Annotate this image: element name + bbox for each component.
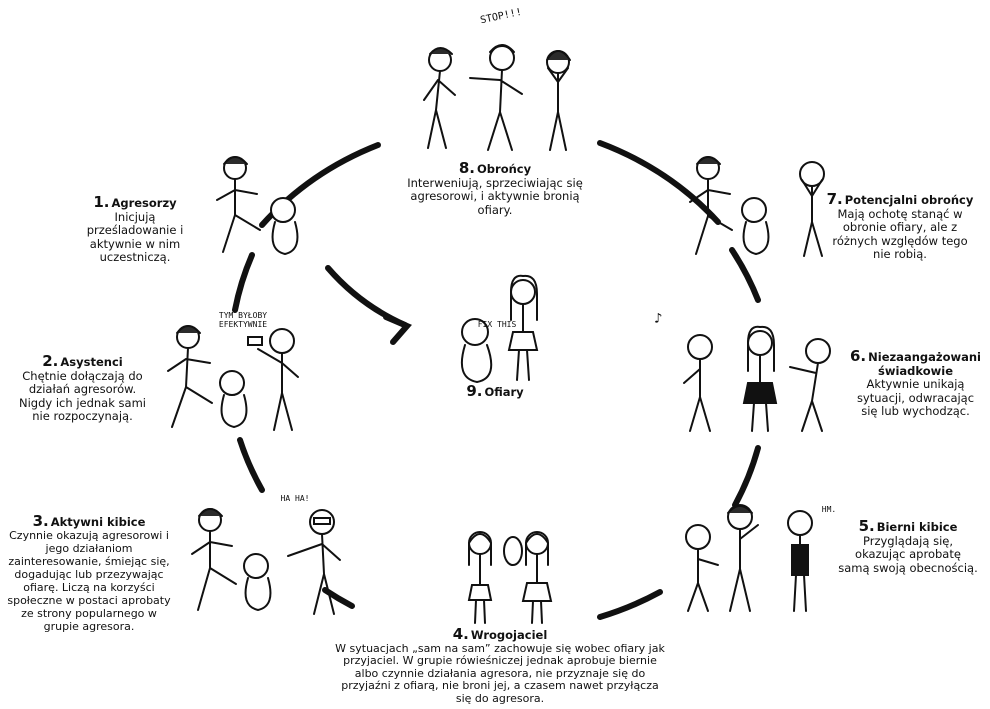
arc-right-upper <box>729 247 761 303</box>
arc-left-upper <box>232 252 255 313</box>
role-number: 9. <box>466 382 483 400</box>
art-assistants: TYM BYŁOBY EFEKTYWNIE <box>150 311 315 435</box>
role-description: Chętnie dołączają do działań agresorów. … <box>19 368 146 423</box>
music-note-icon: ♪ <box>654 311 663 327</box>
role-defenders: 8.Obrońcy Interweniują, sprzeciwiając si… <box>405 159 585 217</box>
role-number: 8. <box>458 159 476 177</box>
role-number: 6. <box>849 347 867 365</box>
art-potential-defenders <box>680 150 840 260</box>
arc-left-lower <box>237 437 265 493</box>
role-number: 5. <box>858 517 875 535</box>
arrow-to-victims <box>325 265 412 345</box>
tym-speech: TYM BYŁOBY EFEKTYWNIE <box>218 311 268 329</box>
role-title: Bierni kibice <box>876 520 958 534</box>
role-title: Aktywni kibice <box>50 515 146 529</box>
role-number: 1. <box>93 193 110 211</box>
role-assistants: 2.Asystenci Chętnie dołączają do działań… <box>15 352 150 424</box>
art-victims: FIX THIS <box>445 270 555 385</box>
role-passive-fans: 5.Bierni kibice Przyglądają się, okazują… <box>838 517 978 575</box>
art-uninvolved: ♪ <box>654 312 850 435</box>
role-potential-defenders: 7.Potencjalni obrońcy Mają ochotę stanąć… <box>825 190 975 262</box>
role-number: 4. <box>452 625 469 643</box>
role-description: Czynnie okazują agresorowi i jego działa… <box>7 529 171 633</box>
role-description: Przyglądają się, okazując aprobatę samą … <box>838 533 978 575</box>
role-title: Obrońcy <box>477 162 532 176</box>
role-title: Agresorzy <box>111 196 177 210</box>
role-title: Wrogojaciel <box>470 628 548 642</box>
art-aggressors <box>205 150 315 260</box>
role-number: 3. <box>32 512 49 530</box>
art-passive-fans: HM. <box>670 495 836 615</box>
arc-bottom-right <box>597 589 663 620</box>
role-number: 7. <box>826 190 843 208</box>
role-description: Mają ochotę stanąć w obronie ofiary, ale… <box>832 206 968 261</box>
role-description: Inicjują prześladowanie i aktywnie w nim… <box>86 209 184 264</box>
haha-speech: HA HA! <box>280 494 310 503</box>
role-title: Asystenci <box>60 355 123 369</box>
role-description: Interweniują, sprzeciwiając się agresoro… <box>407 175 583 217</box>
role-active-fans: 3.Aktywni kibice Czynnie okazują agresor… <box>4 512 174 634</box>
art-friend-enemy <box>455 525 560 625</box>
role-title: Potencjalni obrońcy <box>844 193 974 207</box>
fix-speech: FIX THIS <box>477 320 517 329</box>
role-title: Ofiary <box>484 385 524 399</box>
art-active-fans: HA HA! <box>180 494 355 620</box>
hm-speech: HM. <box>821 505 837 514</box>
role-victims: 9.Ofiary <box>455 382 535 400</box>
arc-right-lower <box>732 445 761 508</box>
art-defenders: STOP!!! <box>410 7 590 155</box>
role-number: 2. <box>42 352 59 370</box>
role-description: W sytuacjach „sam na sam” zachowuje się … <box>335 641 665 705</box>
arc-bottom-left <box>322 587 355 609</box>
role-aggressors: 1.Agresorzy Inicjują prześladowanie i ak… <box>70 193 200 265</box>
role-description: Aktywnie unikają sytuacji, odwracając si… <box>856 377 975 418</box>
role-uninvolved: 6.Niezaangażowani świadkowie Aktywnie un… <box>848 347 983 419</box>
role-friend-enemy: 4.Wrogojaciel W sytuacjach „sam na sam” … <box>335 625 665 705</box>
role-title: Niezaangażowani świadkowie <box>868 350 981 378</box>
